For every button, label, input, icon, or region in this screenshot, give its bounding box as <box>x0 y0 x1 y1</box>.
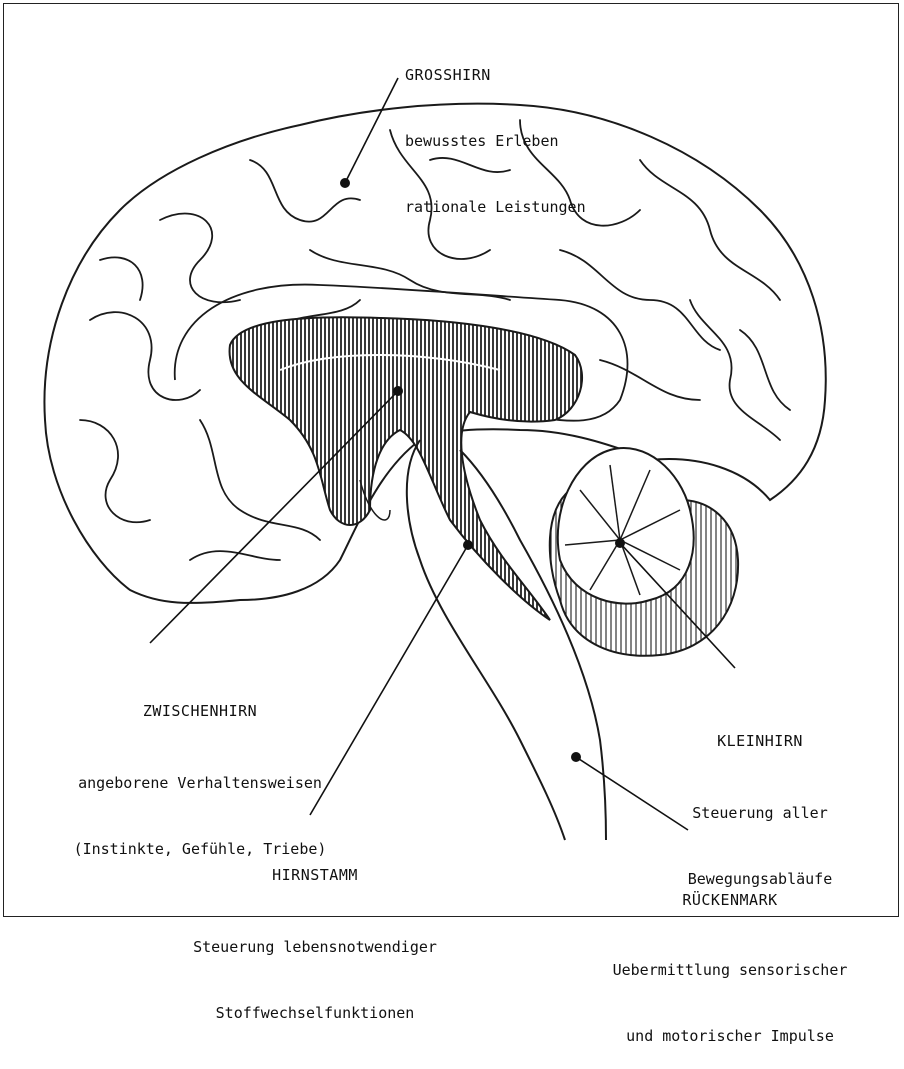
rueckenmark-line1: Uebermittlung sensorischer <box>580 959 880 981</box>
zwischenhirn-line1: angeborene Verhaltensweisen <box>40 772 360 794</box>
rueckenmark-title: RÜCKENMARK <box>580 889 880 911</box>
cerebellum <box>550 448 738 656</box>
kleinhirn-title: KLEINHIRN <box>660 730 860 752</box>
zwischenhirn-title: ZWISCHENHIRN <box>40 700 360 722</box>
label-grosshirn: GROSSHIRN bewusstes Erleben rationale Le… <box>405 20 586 240</box>
label-hirnstamm: HIRNSTAMM Steuerung lebensnotwendiger St… <box>155 820 475 1046</box>
label-rueckenmark: RÜCKENMARK Uebermittlung sensorischer un… <box>580 845 880 1069</box>
hirnstamm-line1: Steuerung lebensnotwendiger <box>155 936 475 958</box>
hirnstamm-line2: Stoffwechselfunktionen <box>155 1002 475 1024</box>
grosshirn-title: GROSSHIRN <box>405 64 586 86</box>
grosshirn-line1: bewusstes Erleben <box>405 130 586 152</box>
brainstem-outline <box>407 440 565 840</box>
kleinhirn-line1: Steuerung aller <box>660 802 860 824</box>
grosshirn-line2: rationale Leistungen <box>405 196 586 218</box>
rueckenmark-line2: und motorischer Impulse <box>580 1025 880 1047</box>
hirnstamm-title: HIRNSTAMM <box>155 864 475 886</box>
